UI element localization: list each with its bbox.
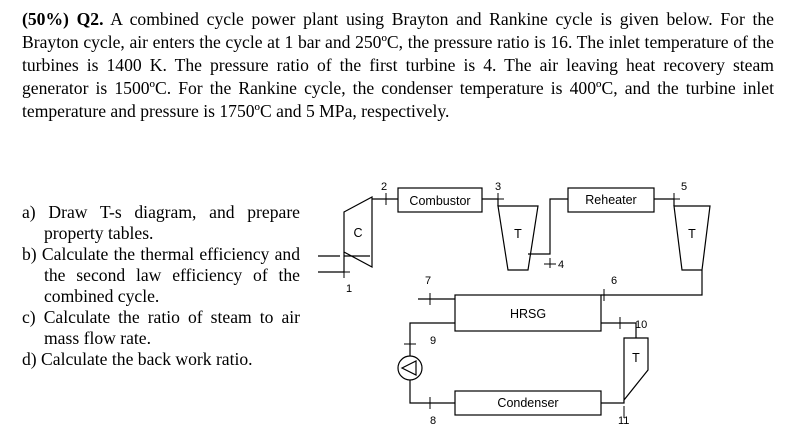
question-d: d) Calculate the back work ratio. <box>22 349 253 369</box>
combustor-label: Combustor <box>409 194 470 208</box>
line-10 <box>601 322 637 338</box>
problem-text: A combined cycle power plant using Brayt… <box>22 9 774 121</box>
line-4 <box>528 198 568 255</box>
question-b: b) Calculate the thermal efficiency and … <box>22 244 300 306</box>
line-3 <box>482 198 499 206</box>
gas-turbine-1 <box>497 205 539 271</box>
state-10: 10 <box>635 319 647 331</box>
gas-turbine-2-label: T <box>688 227 696 241</box>
compressor <box>343 195 373 269</box>
combustor <box>397 187 483 213</box>
state-5: 5 <box>681 181 687 193</box>
state-4: 4 <box>558 259 564 271</box>
reheater-label: Reheater <box>585 193 636 207</box>
hrsg-label: HRSG <box>510 307 546 321</box>
problem-label: (50%) Q2. <box>22 9 104 29</box>
line-6 <box>601 270 703 296</box>
hrsg <box>454 294 602 332</box>
steam-turbine <box>623 337 649 402</box>
line-8 <box>409 380 455 404</box>
state-1: 1 <box>346 283 352 295</box>
question-list: a) Draw T-s diagram, and prepare propert… <box>22 202 300 370</box>
problem-statement: (50%) Q2. A combined cycle power plant u… <box>22 8 774 123</box>
compressor-label: C <box>353 226 362 240</box>
question-c: c) Calculate the ratio of steam to air m… <box>22 307 300 348</box>
question-a: a) Draw T-s diagram, and prepare propert… <box>22 202 300 243</box>
state-11: 11 <box>618 415 629 427</box>
state-3: 3 <box>495 181 501 193</box>
steam-turbine-label: T <box>632 351 640 365</box>
gas-turbine-1-label: T <box>514 227 522 241</box>
state-2: 2 <box>381 181 387 193</box>
pump-symbol <box>400 360 417 376</box>
line-5 <box>654 198 675 206</box>
state-6: 6 <box>611 275 617 287</box>
condenser-label: Condenser <box>497 396 558 410</box>
reheater <box>567 187 655 213</box>
state-7: 7 <box>425 275 431 287</box>
air-inlet-line <box>318 252 345 273</box>
state-9: 9 <box>430 335 436 347</box>
line-11 <box>601 400 625 404</box>
state-8: 8 <box>430 415 436 427</box>
